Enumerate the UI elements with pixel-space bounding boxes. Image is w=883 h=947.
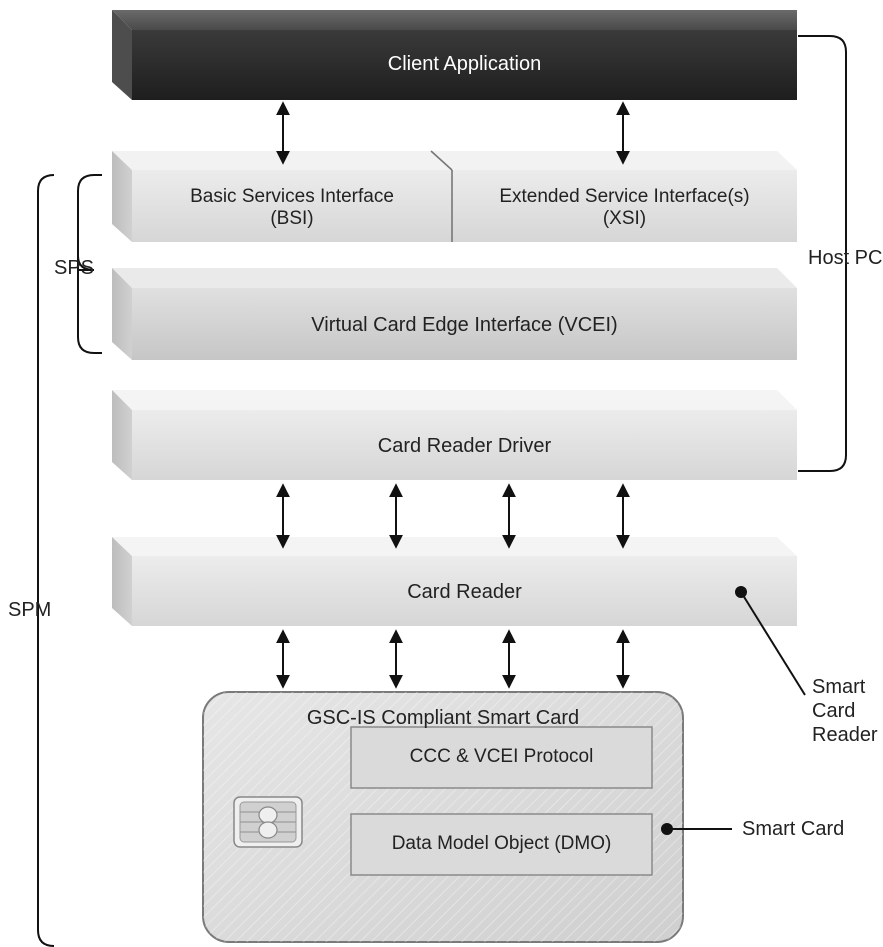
service-interface-layer (112, 150, 797, 242)
smart-card-reader-label-line1: Smart (812, 676, 866, 698)
bsi-label-line1: Basic Services Interface (190, 186, 394, 207)
smart-card-reader-label: Smart Card Reader (812, 675, 878, 747)
smart-card-reader-callout (735, 586, 806, 696)
host-pc-bracket (798, 35, 847, 472)
smart-card-title: GSC-IS Compliant Smart Card (306, 707, 580, 729)
xsi-label-line1: Extended Service Interface(s) (499, 186, 750, 207)
smart-card-callout (661, 823, 732, 835)
card-reader-label: Card Reader (407, 581, 522, 603)
dmo-box (350, 813, 653, 876)
vcei-layer (112, 268, 797, 360)
sps-label: SPS (54, 257, 95, 279)
card-reader-layer (112, 537, 797, 626)
xsi-label-line2: (XSI) (602, 208, 647, 229)
client-application-label: Client Application (387, 53, 542, 75)
smart-card-reader-label-line2: Card (812, 700, 856, 722)
smart-card-label: Smart Card (742, 818, 845, 840)
xsi-label: Extended Service Interface(s) (XSI) (452, 186, 797, 230)
arrows-driver-to-reader (276, 483, 630, 549)
smart-card (202, 691, 684, 943)
arrows-client-to-services (276, 101, 630, 165)
card-reader-driver-layer (112, 390, 797, 480)
ccc-protocol-label: CCC & VCEI Protocol (409, 746, 594, 767)
vcei-label: Virtual Card Edge Interface (VCEI) (311, 314, 618, 336)
chip-icon (233, 796, 303, 848)
client-application-layer (112, 10, 797, 100)
smart-card-reader-label-line3: Reader (812, 724, 878, 746)
arrows-reader-to-card (276, 629, 630, 689)
ccc-protocol-box (350, 726, 653, 789)
bsi-label-line2: (BSI) (270, 208, 314, 229)
sps-bracket (76, 174, 102, 354)
bsi-label: Basic Services Interface (BSI) (132, 186, 452, 230)
dmo-label: Data Model Object (DMO) (391, 833, 612, 854)
spm-bracket (37, 174, 55, 947)
card-reader-driver-label: Card Reader Driver (377, 435, 552, 457)
host-pc-label: Host PC (808, 247, 883, 269)
spm-label: SPM (8, 599, 52, 621)
